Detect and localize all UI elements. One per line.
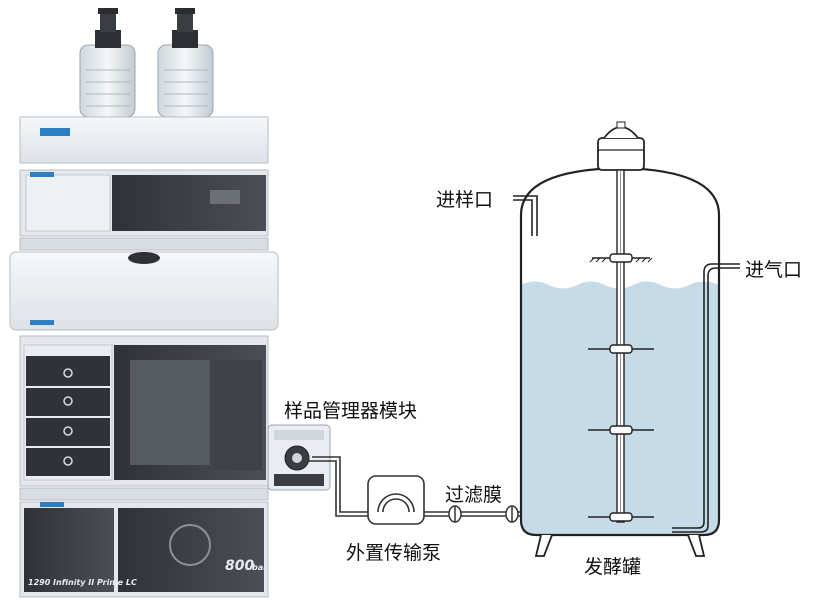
sample-manager-box	[267, 424, 331, 491]
pressure-unit: bar	[252, 563, 268, 572]
pressure-text: 800	[225, 558, 254, 574]
autosampler-module	[9, 251, 279, 331]
solvent-bottles	[79, 8, 214, 118]
agitator-icon	[588, 169, 654, 523]
detector-module	[19, 501, 269, 598]
sample-inlet-pipe	[513, 195, 538, 236]
column-compartment-module	[19, 335, 269, 487]
sample-inlet-label: 进样口	[436, 189, 494, 211]
hplc-instrument	[9, 8, 279, 598]
solvent-tray	[19, 116, 269, 164]
model-text: 1290 Infinity II Prime LC	[28, 578, 137, 587]
fermenter-label: 发酵罐	[584, 556, 642, 578]
external-transfer-pump-label: 外置传输泵	[346, 542, 442, 564]
peristaltic-pump-icon	[367, 475, 425, 525]
pump-module	[19, 169, 269, 237]
fermenter-tank	[513, 121, 740, 557]
sample-manager-module-label: 样品管理器模块	[284, 400, 418, 422]
agitator-motor	[597, 121, 645, 171]
filter-membrane-icon	[448, 505, 519, 523]
gas-inlet-pipe	[672, 263, 740, 529]
filter-membrane-label: 过滤膜	[445, 484, 503, 506]
gas-inlet-label: 进气口	[745, 259, 803, 281]
